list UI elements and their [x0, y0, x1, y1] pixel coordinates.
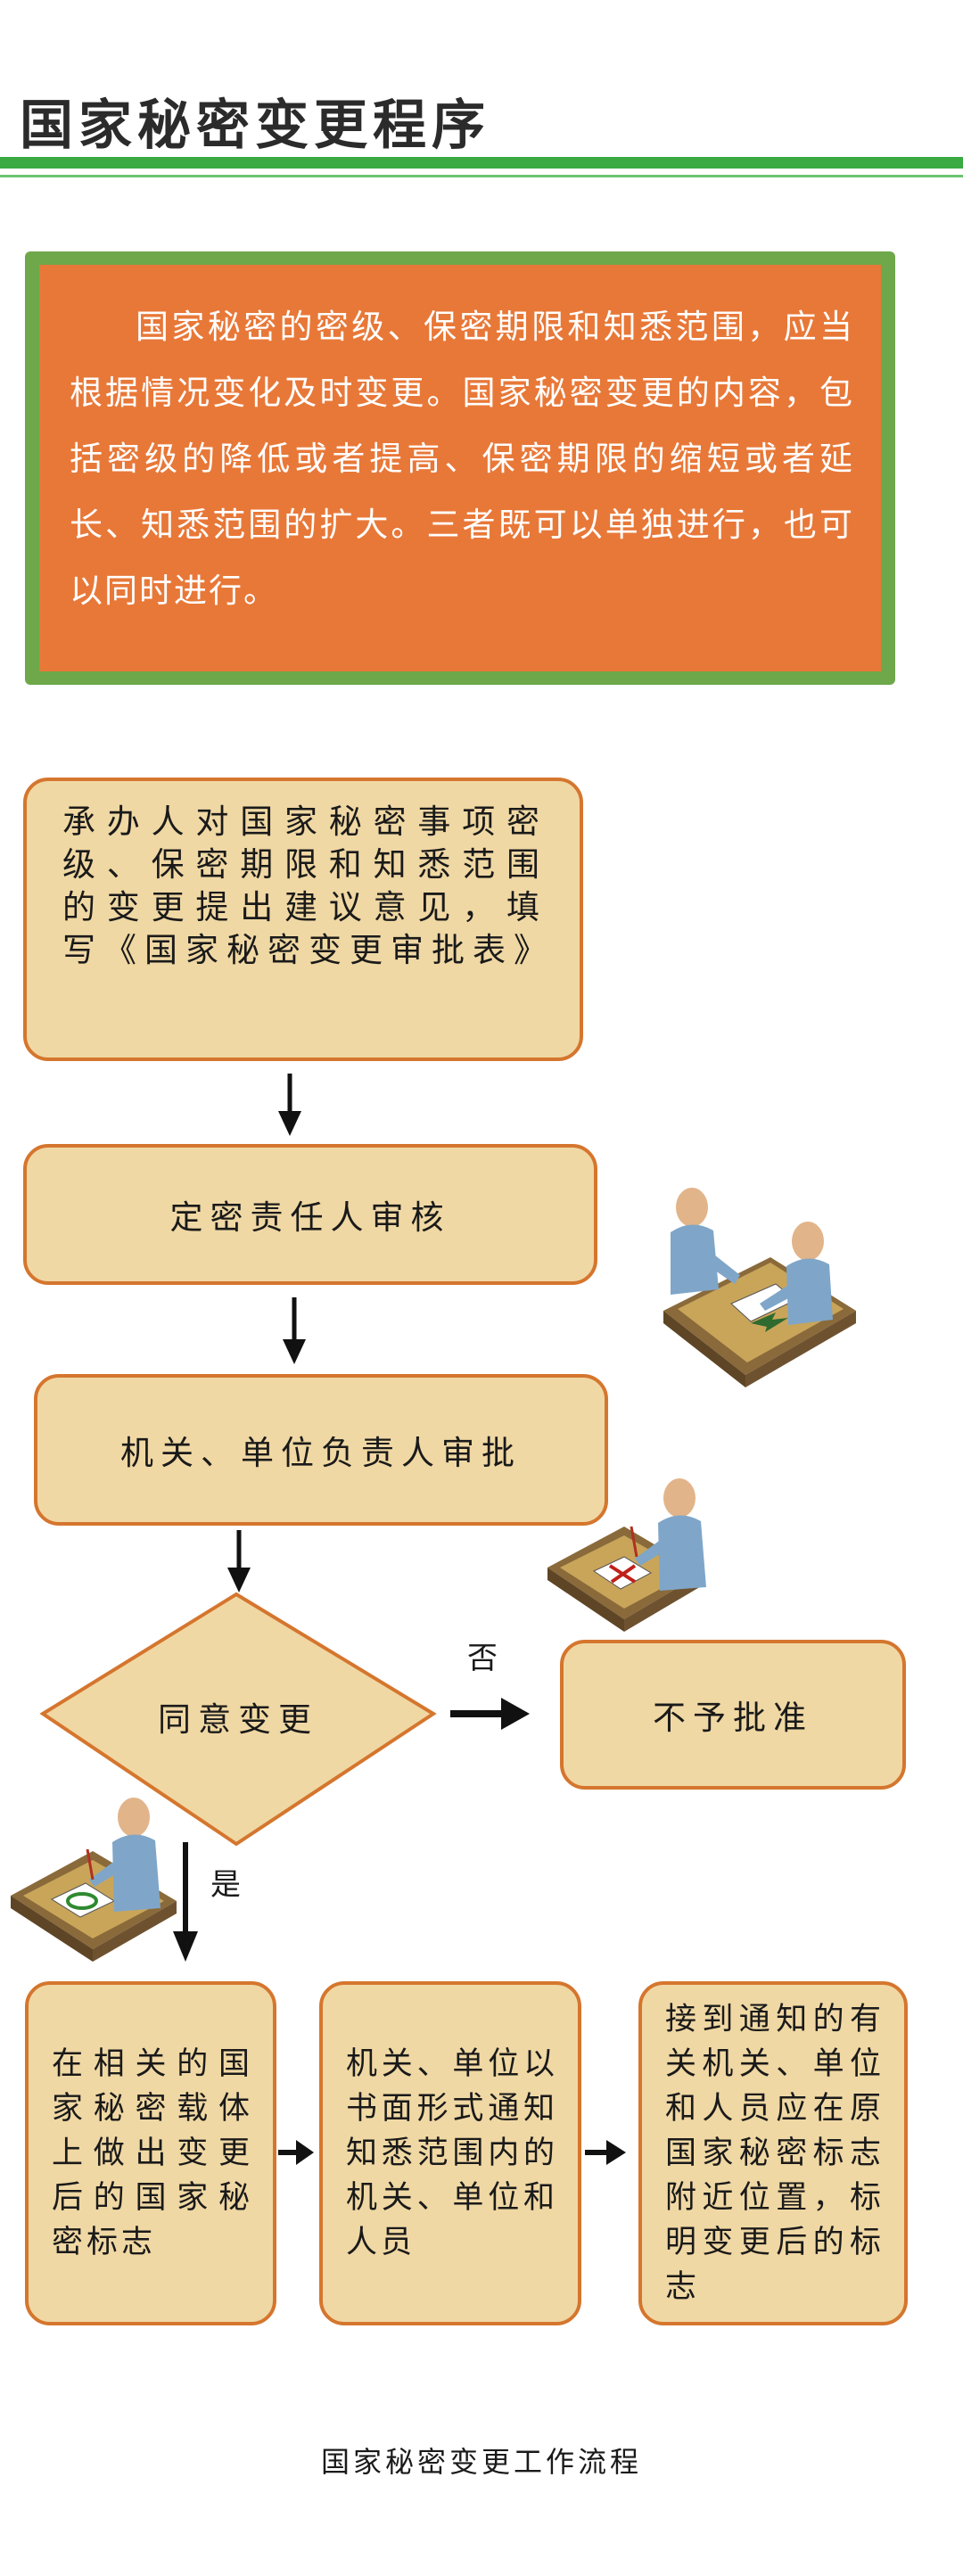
step-approve: 机关、单位负责人审批 — [34, 1374, 608, 1526]
step-approve-text: 机关、单位负责人审批 — [120, 1434, 522, 1472]
diagram-caption: 国家秘密变更工作流程 — [320, 2445, 642, 2479]
intro-panel — [39, 265, 881, 671]
step-notify-text: 机关、单位以书面形式通知知悉范围内的机关、单位和人员 — [346, 2046, 558, 2260]
header-divider-thin — [0, 175, 963, 177]
arrow-decision-to-reject — [450, 1698, 530, 1730]
yes-label: 是 — [210, 1867, 241, 1903]
page-title: 国家秘密变更程序 — [20, 95, 490, 157]
step-reject: 不予批准 — [560, 1640, 906, 1790]
step-reject-text: 不予批准 — [653, 1699, 813, 1737]
step-propose-change-text: 承办人对国家秘密事项密级、保密期限和知悉范围的变更提出建议意见，填写《国家秘密变… — [62, 802, 555, 969]
arrow-step1-to-step2 — [278, 1074, 301, 1136]
reject-illustration — [547, 1478, 706, 1632]
step-update-marks-text: 接到通知的有关机关、单位和人员应在原国家秘密标志附近位置，标明变更后的标志 — [665, 2002, 885, 2305]
no-label: 否 — [467, 1641, 498, 1676]
arrow-step4-to-step5 — [278, 2140, 314, 2165]
step-mark-carrier-text: 在相关的国家秘密载体上做出变更后的国家秘密标志 — [52, 2046, 253, 2260]
step-propose-change: 承办人对国家秘密事项密级、保密期限和知悉范围的变更提出建议意见，填写《国家秘密变… — [23, 778, 583, 1061]
decision-text: 同意变更 — [158, 1700, 318, 1739]
header-divider — [0, 157, 963, 169]
intro-text: 国家秘密的密级、保密期限和知悉范围，应当根据情况变化及时变更。国家秘密变更的内容… — [70, 308, 854, 610]
step-update-marks: 接到通知的有关机关、单位和人员应在原国家秘密标志附近位置，标明变更后的标志 — [638, 1981, 908, 2325]
review-illustration — [663, 1188, 856, 1387]
step-review-text: 定密责任人审核 — [169, 1198, 451, 1237]
step-notify: 机关、单位以书面形式通知知悉范围内的机关、单位和人员 — [319, 1981, 581, 2325]
arrow-step3-to-decision — [227, 1530, 251, 1593]
decision-diamond — [39, 1592, 437, 1847]
step-review: 定密责任人审核 — [23, 1144, 597, 1285]
step-mark-carrier: 在相关的国家秘密载体上做出变更后的国家秘密标志 — [25, 1981, 276, 2325]
arrow-step2-to-step3 — [283, 1297, 306, 1364]
approve-illustration — [11, 1798, 177, 1962]
arrow-decision-to-step4 — [173, 1842, 198, 1962]
arrow-step5-to-step6 — [585, 2140, 626, 2165]
